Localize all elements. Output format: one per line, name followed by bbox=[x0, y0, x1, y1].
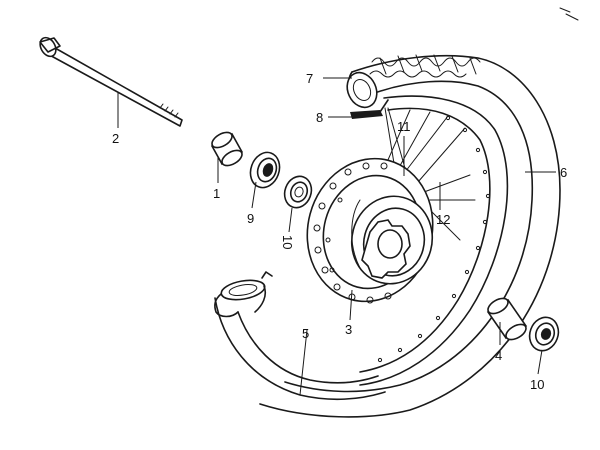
callout-12: 12 bbox=[436, 212, 450, 227]
valve-stem bbox=[350, 99, 389, 119]
callout-3: 3 bbox=[345, 322, 352, 337]
callout-1: 2 bbox=[112, 131, 119, 146]
callout-6: 6 bbox=[560, 165, 567, 180]
callout-5: 5 bbox=[302, 326, 309, 341]
callout-labels: 2 1 3 4 5 6 7 8 9 10 10 11 12 bbox=[112, 71, 567, 392]
callout-9: 9 bbox=[247, 211, 254, 226]
callout-2: 1 bbox=[213, 186, 220, 201]
callout-11: 11 bbox=[397, 119, 411, 134]
leader-lines bbox=[117, 77, 556, 396]
bearing-left bbox=[283, 175, 313, 209]
dust-seal bbox=[249, 151, 281, 189]
callout-4: 4 bbox=[495, 348, 502, 363]
callout-8: 8 bbox=[316, 110, 323, 125]
corner-mark bbox=[559, 7, 579, 21]
brake-disc-holes bbox=[313, 162, 392, 304]
hub-with-brake-disc bbox=[306, 157, 434, 304]
collar-left bbox=[210, 131, 244, 167]
collar-right bbox=[486, 297, 528, 341]
axle bbox=[39, 36, 183, 127]
callout-7: 7 bbox=[306, 71, 313, 86]
inner-tube bbox=[214, 71, 386, 401]
callout-10-left: 10 bbox=[280, 235, 295, 249]
tire bbox=[259, 54, 561, 418]
bearing-right bbox=[528, 316, 560, 352]
callout-10-right: 10 bbox=[530, 377, 544, 392]
